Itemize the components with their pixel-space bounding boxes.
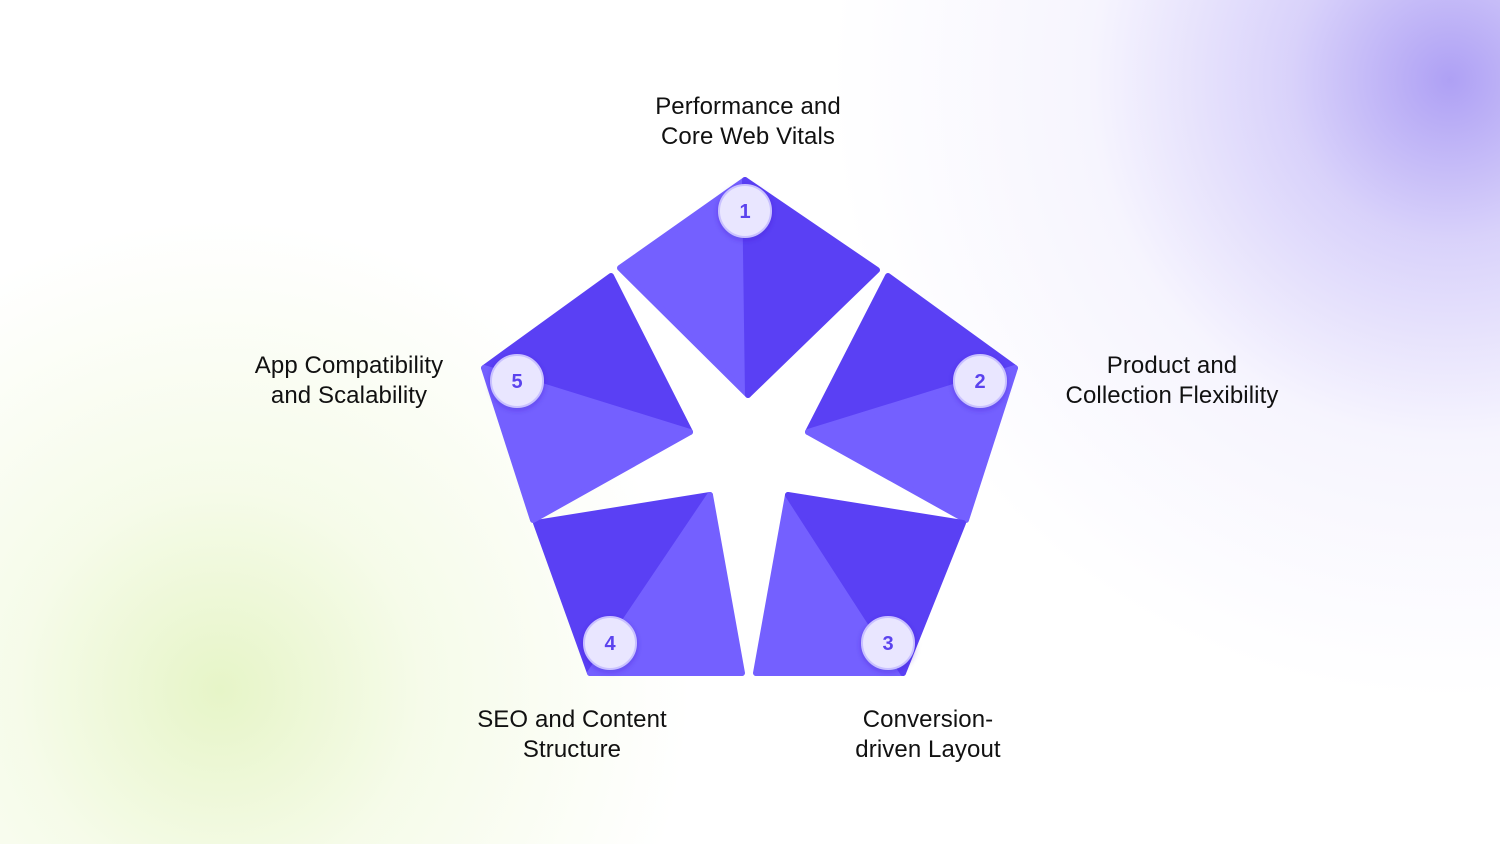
badge-3 xyxy=(861,616,915,670)
segment-5: 5 xyxy=(481,273,693,523)
label-2-line-2: Collection Flexibility xyxy=(1065,382,1279,409)
label-5-line-2: and Scalability xyxy=(270,382,428,409)
label-4: SEO and Content Structure xyxy=(477,705,667,765)
segment-2-bottom-facet xyxy=(805,365,1018,523)
label-4-line-2: Structure xyxy=(522,736,622,763)
label-4-line-1: SEO and Content xyxy=(477,706,667,733)
segment-4: 4 xyxy=(533,492,745,676)
segment-1: 1 xyxy=(617,177,880,398)
badge-1-number: 1 xyxy=(739,201,750,223)
segment-5-bottom-facet xyxy=(481,365,693,523)
segment-3: 3 xyxy=(753,492,966,676)
label-2-line-1: Product and xyxy=(1106,352,1238,379)
badge-4 xyxy=(583,616,637,670)
badge-5 xyxy=(490,354,544,408)
label-5: App Compatibility and Scalability xyxy=(255,351,443,411)
label-3-line-2: driven Layout xyxy=(855,736,1001,763)
badge-5-number: 5 xyxy=(511,371,522,393)
label-1-line-1: Performance and xyxy=(655,93,841,120)
label-2: Product and Collection Flexibility xyxy=(1066,351,1279,411)
label-3-line-1: Conversion- xyxy=(862,706,994,733)
badge-2-number: 2 xyxy=(974,371,985,393)
badge-4-number: 4 xyxy=(604,633,616,655)
segment-1-right-facet xyxy=(742,177,880,398)
label-1-line-2: Core Web Vitals xyxy=(660,123,836,150)
badge-2 xyxy=(953,354,1007,408)
segment-3-right-facet xyxy=(785,492,966,676)
badge-3-number: 3 xyxy=(882,633,893,655)
label-1: Performance and Core Web Vitals xyxy=(655,92,841,152)
segment-2: 2 xyxy=(805,273,1018,523)
label-3: Conversion- driven Layout xyxy=(855,705,1000,765)
badge-1 xyxy=(718,184,772,238)
label-5-line-1: App Compatibility xyxy=(254,352,444,379)
